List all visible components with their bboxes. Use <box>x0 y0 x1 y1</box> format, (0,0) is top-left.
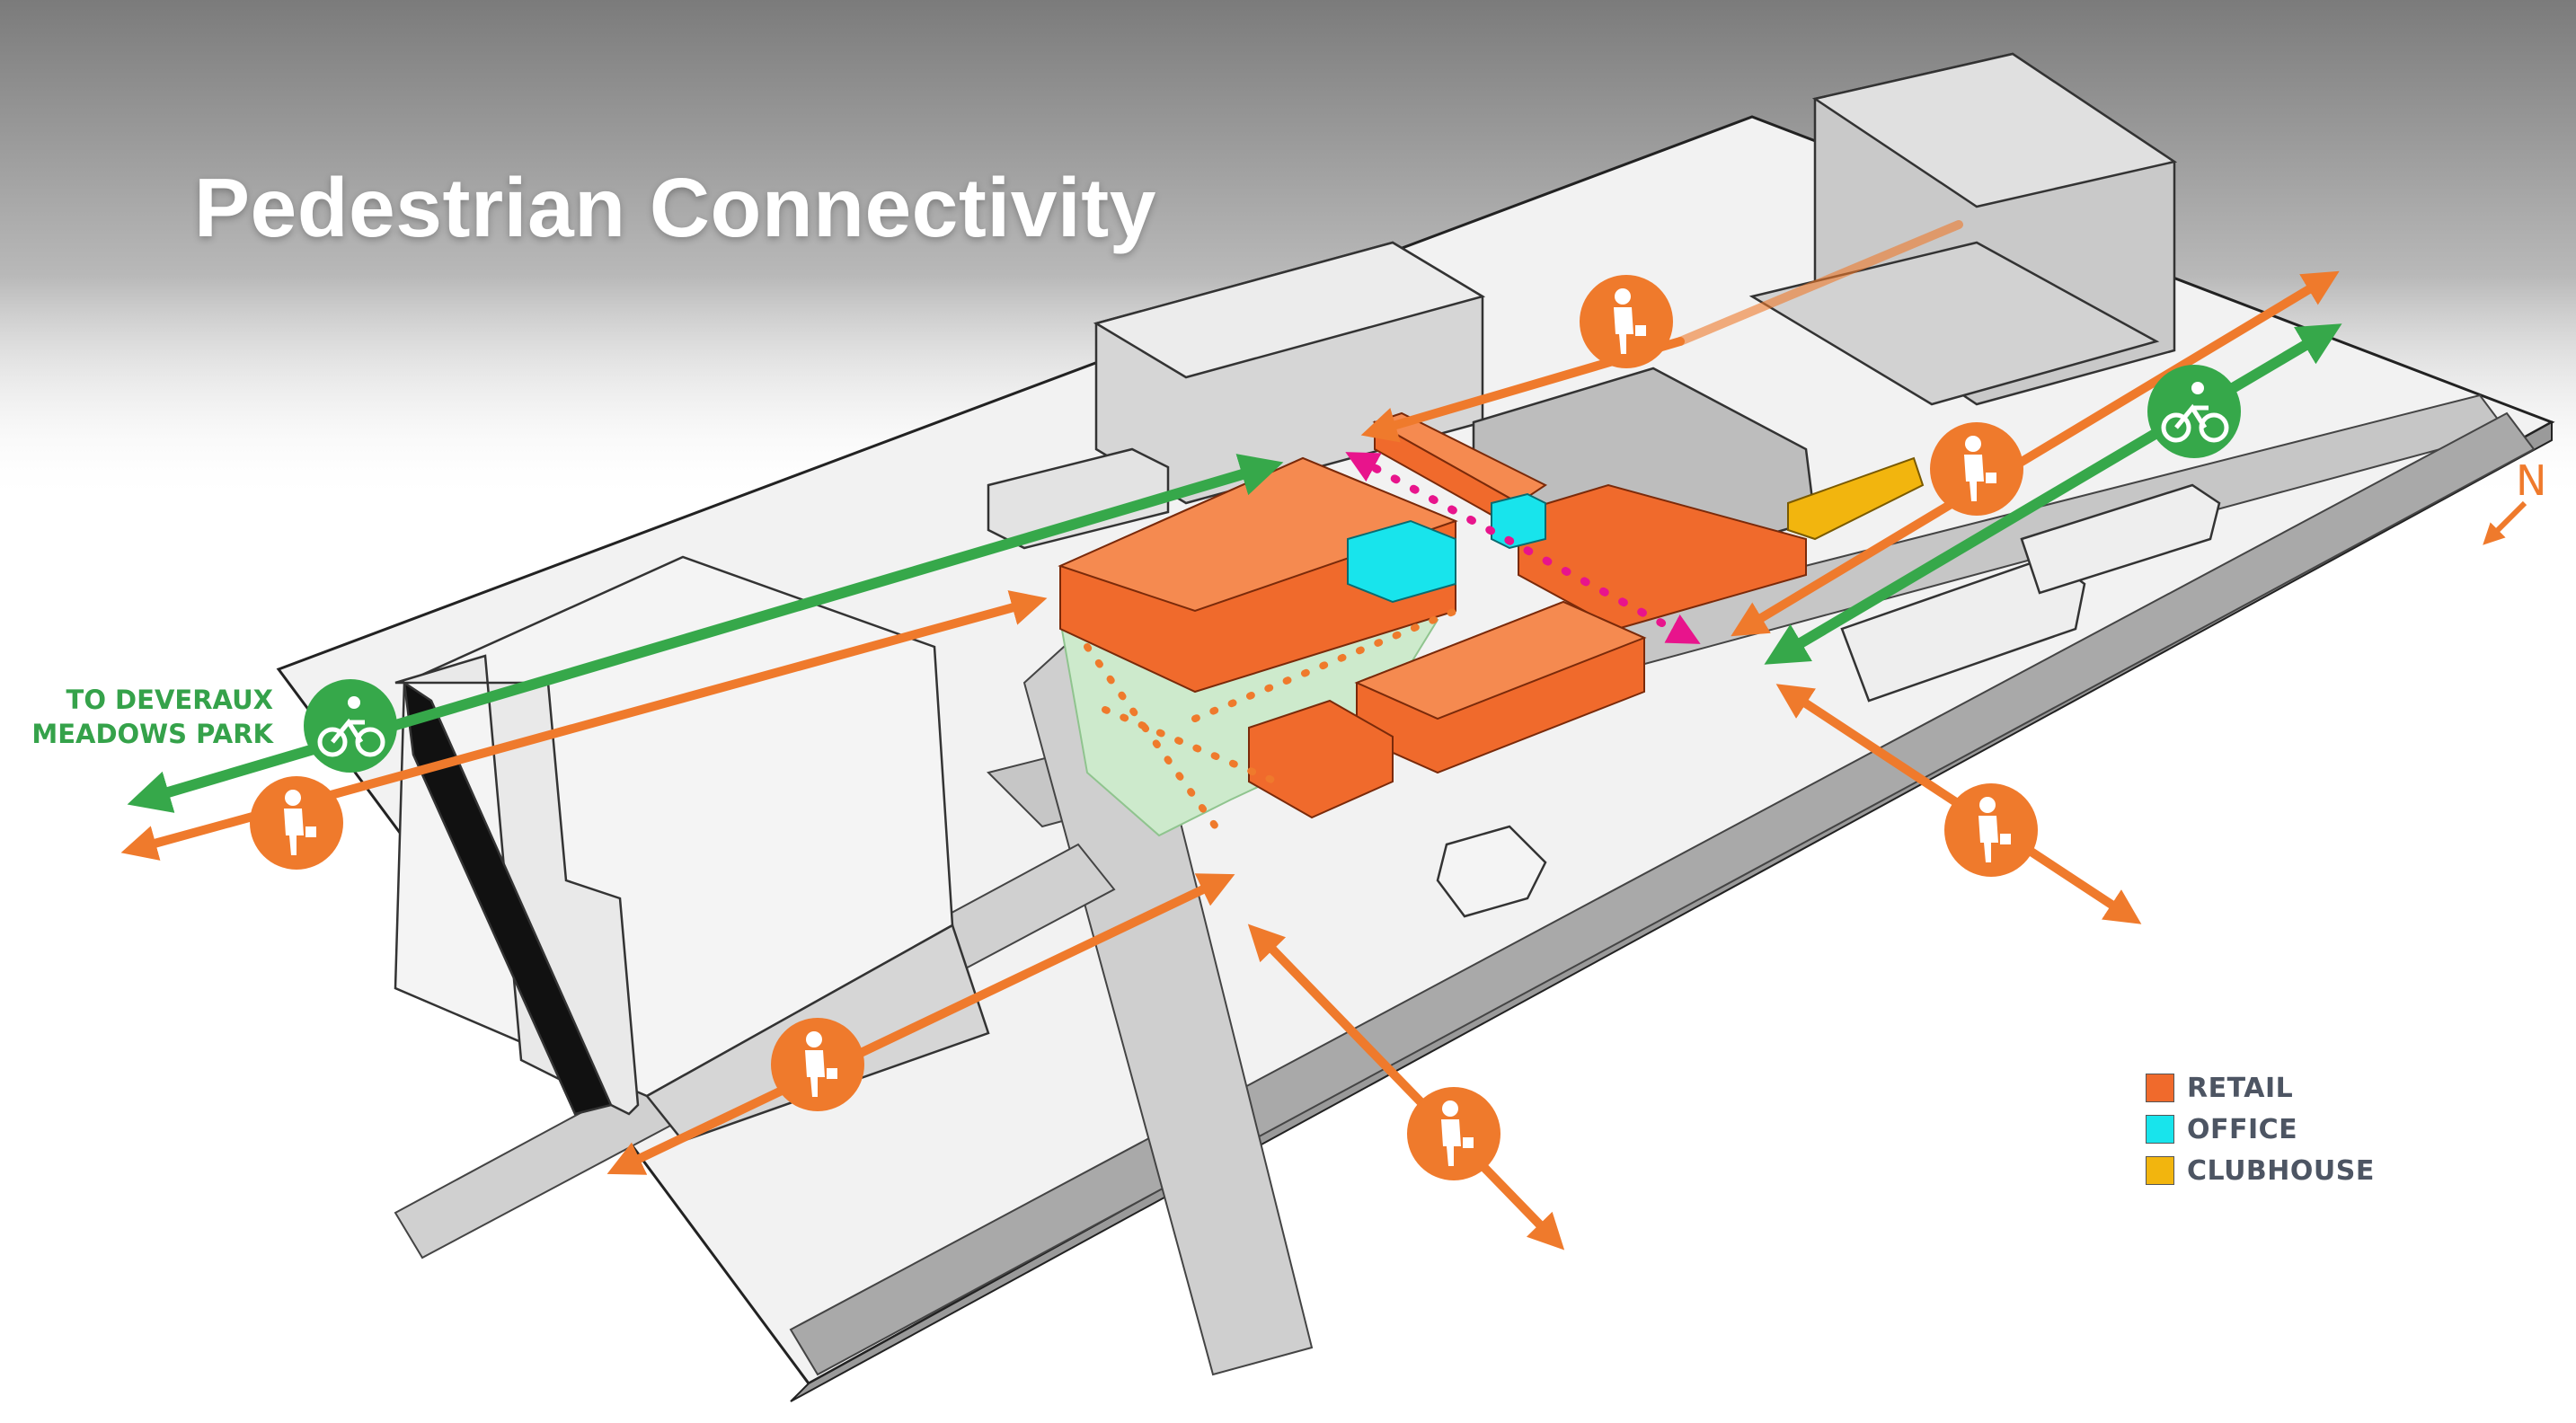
bike-marker <box>2147 365 2241 458</box>
destination-label: TO DEVERAUX MEADOWS PARK <box>31 683 273 751</box>
legend-label: RETAIL <box>2187 1072 2294 1104</box>
legend-item-clubhouse: CLUBHOUSE <box>2146 1150 2375 1191</box>
pedestrian-markers <box>250 275 2038 1180</box>
legend-swatch <box>2146 1156 2174 1185</box>
legend-label: OFFICE <box>2187 1113 2298 1145</box>
walking-person-with-bag-icon <box>284 790 316 855</box>
walking-person-with-bag-icon <box>1964 436 1996 501</box>
bike-marker <box>304 679 397 773</box>
north-label: N <box>2516 456 2547 505</box>
bicycle-rider-icon <box>2161 382 2229 443</box>
pedestrian-marker <box>1944 783 2038 877</box>
pedestrian-marker <box>771 1018 864 1111</box>
walking-person-with-bag-icon <box>1614 288 1646 354</box>
pedestrian-marker <box>1580 275 1673 368</box>
legend-item-office: OFFICE <box>2146 1109 2375 1150</box>
walking-person-with-bag-icon <box>1441 1100 1474 1166</box>
walking-person-with-bag-icon <box>805 1031 837 1097</box>
destination-label-line: TO DEVERAUX <box>66 685 273 715</box>
pedestrian-marker <box>1407 1087 1500 1180</box>
bike-markers <box>304 365 2241 773</box>
walking-person-with-bag-icon <box>1978 797 2011 862</box>
legend-label: CLUBHOUSE <box>2187 1154 2375 1187</box>
legend: RETAIL OFFICE CLUBHOUSE <box>2146 1067 2375 1191</box>
legend-item-retail: RETAIL <box>2146 1067 2375 1109</box>
pedestrian-marker <box>1930 422 2023 516</box>
page-title: Pedestrian Connectivity <box>194 161 1156 254</box>
internal-paths <box>1084 452 1701 839</box>
north-arrow-icon <box>2483 500 2527 545</box>
bicycle-rider-icon <box>317 696 385 757</box>
destination-label-line: MEADOWS PARK <box>31 719 273 749</box>
legend-swatch <box>2146 1074 2174 1102</box>
pedestrian-marker <box>250 776 343 870</box>
legend-swatch <box>2146 1115 2174 1144</box>
